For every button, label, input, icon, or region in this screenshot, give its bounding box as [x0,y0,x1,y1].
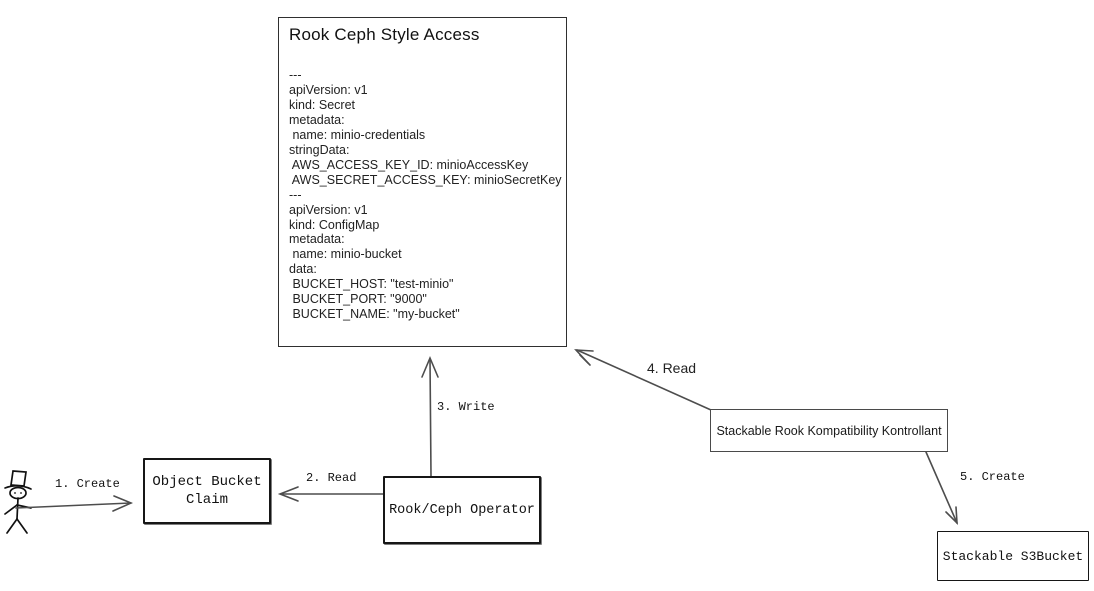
arrow-write-3 [421,355,439,477]
edge-label-read-4: 4. Read [647,360,697,376]
actor-leg-icon [6,518,18,534]
actor-eye-icon [14,492,16,494]
yaml-manifest-text: --- apiVersion: v1 kind: Secret metadata… [289,68,562,322]
node-object-bucket-claim: Object Bucket Claim [143,458,271,524]
node-stackable-s3bucket-label: Stackable S3Bucket [942,548,1084,564]
edge-label-read-2: 2. Read [306,471,357,485]
actor-head-icon [9,486,27,500]
actor-arm-icon [16,504,32,509]
node-object-bucket-claim-label: Object Bucket Claim [152,474,262,508]
edge-label-write-3: 3. Write [437,400,495,414]
node-rook-ceph-operator: Rook/Ceph Operator [383,476,541,544]
arrow-read-4 [574,349,712,411]
node-rook-ceph-operator-label: Rook/Ceph Operator [389,502,535,518]
actor-hat-brim-icon [4,484,32,490]
actor-arm-icon [4,504,18,515]
node-stackable-kontrollant-label: Stackable Rook Kompatibility Kontrollant [716,423,942,438]
actor-hat-icon [10,470,27,487]
arrow-read-2 [277,486,384,502]
user-actor-icon [4,470,32,534]
actor-body-icon [16,497,19,520]
edge-label-create-5: 5. Create [960,470,1025,484]
node-rook-ceph-style-access: Rook Ceph Style Access --- apiVersion: v… [278,17,567,347]
actor-eye-icon [20,492,22,494]
actor-leg-icon [16,518,28,534]
edge-label-create-1: 1. Create [55,477,120,491]
main-box-title: Rook Ceph Style Access [289,25,480,44]
node-stackable-s3bucket: Stackable S3Bucket [937,531,1089,581]
node-stackable-kontrollant: Stackable Rook Kompatibility Kontrollant [710,409,948,452]
arrow-create-1 [15,495,134,512]
arrow-create-5 [925,451,958,526]
